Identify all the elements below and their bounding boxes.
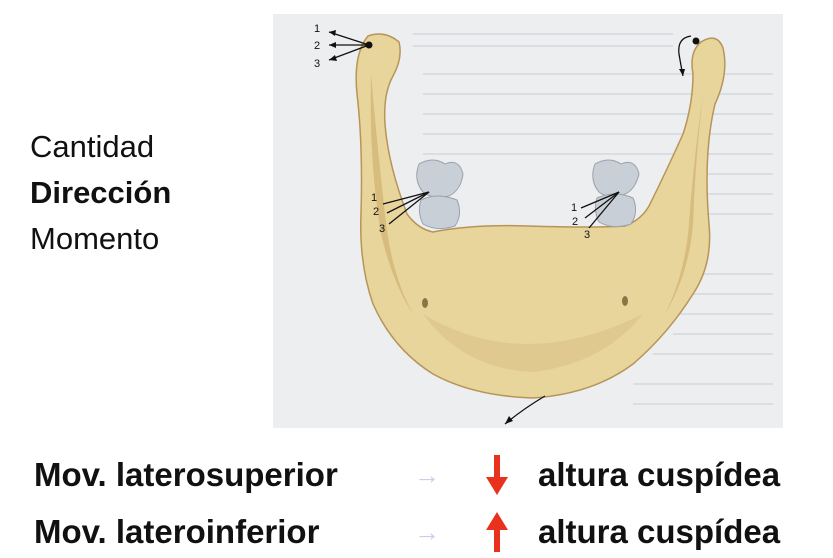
left-tooth-label-2: 2 [373, 206, 379, 218]
terms-list: Cantidad Dirección Momento [30, 124, 171, 262]
result-label: altura cuspídea [538, 456, 781, 493]
arrow-up-icon [486, 512, 508, 552]
condyle-label-3: 3 [314, 58, 320, 70]
movement-row-laterosuperior: Mov. laterosuperior → altura cuspídea [34, 455, 780, 495]
arrow-right-icon: → [414, 459, 440, 490]
mandible-diagram-icon: 1 2 3 1 2 3 1 2 3 [273, 14, 783, 428]
right-tooth-label-1: 1 [571, 202, 577, 214]
term-cantidad: Cantidad [30, 129, 155, 164]
right-tooth-label-3: 3 [584, 229, 590, 241]
arrow-down-icon [486, 455, 508, 495]
mandible-figure: 1 2 3 1 2 3 1 2 3 [273, 14, 783, 428]
left-tooth-label-1: 1 [371, 192, 377, 204]
condyle-label-1: 1 [314, 23, 320, 35]
movement-label: Mov. laterosuperior [34, 456, 338, 493]
left-tooth-label-3: 3 [379, 223, 385, 235]
condyle-label-2: 2 [314, 40, 320, 52]
movement-label: Mov. lateroinferior [34, 513, 320, 550]
term-momento: Momento [30, 221, 160, 256]
right-tooth-label-2: 2 [572, 216, 578, 228]
result-label: altura cuspídea [538, 513, 781, 550]
arrow-right-icon: → [414, 516, 440, 547]
movement-row-lateroinferior: Mov. lateroinferior → altura cuspídea [34, 512, 780, 552]
term-direccion: Dirección [30, 175, 172, 210]
